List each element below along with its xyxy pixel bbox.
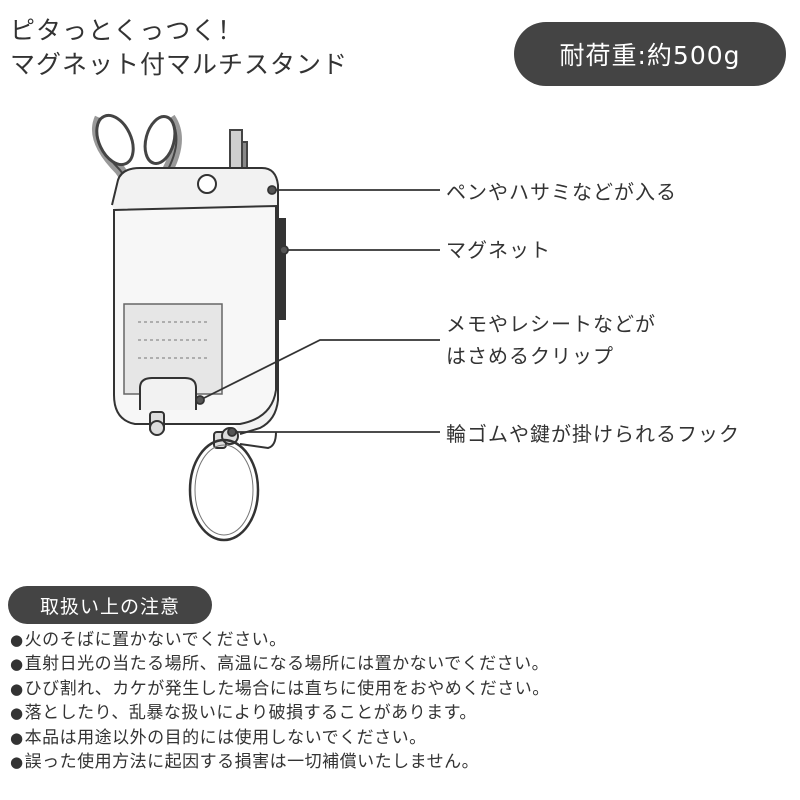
- list-item: ●直射日光の当たる場所、高温になる場所には置かないでください。: [10, 654, 550, 675]
- title-line-1: ピタっとくっつく！: [10, 16, 244, 45]
- key-ring: [188, 438, 260, 542]
- product-title: ピタっとくっつく！ マグネット付マルチスタンド: [10, 14, 348, 82]
- stand-base: [239, 431, 277, 450]
- magnet-strip: [278, 218, 286, 320]
- caution-list: ●火のそばに置かないでください。 ●直射日光の当たる場所、高温になる場所には置か…: [10, 628, 550, 774]
- callout-hook: 輪ゴムや鍵が掛けられるフック: [446, 422, 740, 446]
- list-item: ●本品は用途以外の目的には使用しないでください。: [10, 727, 427, 748]
- clip: [139, 377, 197, 410]
- callout-clip: メモやレシートなどが はさめるクリップ: [446, 312, 656, 368]
- caution-heading: 取扱い上の注意: [8, 586, 212, 624]
- hang-hole: [197, 174, 217, 194]
- list-item: ●誤った使用方法に起因する損害は一切補償いたしません。: [10, 752, 480, 773]
- load-capacity-badge: 耐荷重:約500g: [514, 22, 786, 86]
- list-item: ●落としたり、乱暴な扱いにより破損することがあります。: [10, 703, 477, 724]
- callout-pocket: ペンやハサミなどが入る: [446, 180, 677, 204]
- list-item: ●ひび割れ、カケが発生した場合には直ちに使用をおやめください。: [10, 678, 550, 699]
- title-line-2: マグネット付マルチスタンド: [10, 50, 349, 79]
- product-illustration: [92, 113, 440, 542]
- leader-lines: [195, 185, 440, 437]
- list-item: ●火のそばに置かないでください。: [10, 630, 287, 650]
- callout-magnet: マグネット: [446, 238, 551, 262]
